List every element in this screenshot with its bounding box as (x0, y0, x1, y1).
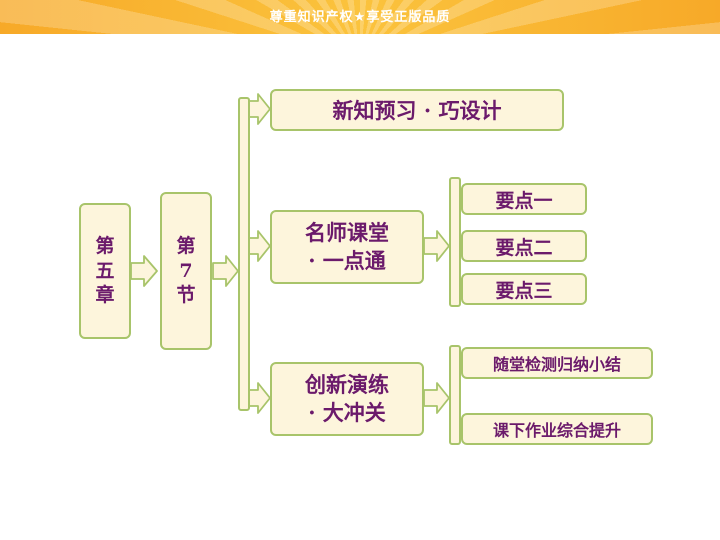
chapter-line-2: 五 (95, 259, 115, 282)
section-line-3: 节 (176, 284, 196, 307)
arrow-classroom-to-points (423, 230, 450, 262)
item-2-box: 课下作业综合提升 (461, 413, 653, 445)
points-bracket-bar (449, 177, 461, 307)
item-2-label: 课下作业综合提升 (492, 421, 621, 440)
practice-line-2: · 大冲关 (308, 400, 386, 425)
arrow-practice-to-items (423, 382, 450, 414)
section-line-2: 7 (179, 259, 193, 282)
practice-line-1: 创新演练 (305, 371, 389, 397)
classroom-line-2: · 一点通 (308, 248, 386, 273)
item-1-box: 随堂检测归纳小结 (461, 347, 653, 379)
arrow-bar-to-preview (247, 93, 271, 125)
arrow-bar-to-practice (247, 382, 271, 414)
arrow-bar-to-classroom (247, 230, 271, 262)
arrow-section-to-bar (212, 255, 239, 287)
arrow-chapter-to-section (130, 255, 158, 287)
point-3-label: 要点三 (495, 279, 553, 302)
chapter-box: 第 五 章 (79, 203, 131, 339)
chapter-line-1: 第 (95, 234, 115, 257)
top-banner: 尊重知识产权★享受正版品质 (0, 0, 720, 34)
point-2-box: 要点二 (461, 230, 587, 262)
point-3-box: 要点三 (461, 273, 587, 305)
section-line-1: 第 (176, 234, 196, 257)
chapter-line-3: 章 (95, 284, 115, 307)
preview-box: 新知预习 · 巧设计 (270, 89, 564, 131)
section-box: 第 7 节 (160, 192, 212, 350)
point-2-label: 要点二 (495, 236, 553, 259)
classroom-box: 名师课堂 · 一点通 (270, 210, 424, 284)
preview-label: 新知预习 · 巧设计 (332, 98, 502, 123)
classroom-line-1: 名师课堂 (305, 219, 389, 245)
practice-box: 创新演练 · 大冲关 (270, 362, 424, 436)
point-1-label: 要点一 (495, 189, 553, 212)
branch-bracket-bar (238, 97, 250, 411)
item-1-label: 随堂检测归纳小结 (492, 355, 621, 374)
banner-text: 尊重知识产权★享受正版品质 (269, 10, 451, 25)
items-bracket-bar (449, 345, 461, 445)
point-1-box: 要点一 (461, 183, 587, 215)
